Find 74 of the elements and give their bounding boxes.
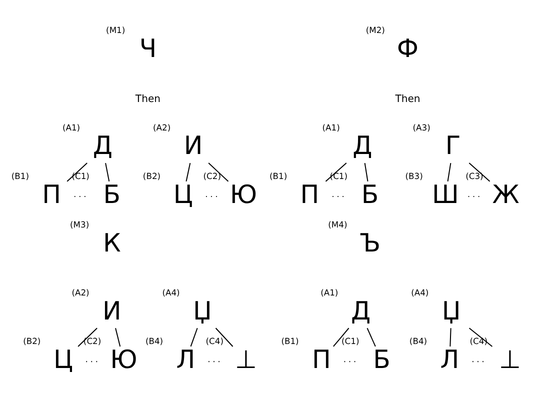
node-label: (B2): [142, 170, 161, 181]
node-label: (A3): [412, 122, 430, 132]
connector: [215, 328, 234, 347]
node-text: Ц: [173, 180, 193, 209]
label: Then: [395, 94, 420, 105]
connector: [190, 328, 198, 347]
node-label: (A4): [411, 287, 429, 298]
node-label: (A1): [322, 122, 340, 132]
node-label: (M3): [70, 219, 90, 230]
node-label: (M1): [106, 25, 126, 36]
node-text: Б: [373, 344, 390, 374]
connector: [325, 162, 347, 182]
connector: [468, 162, 490, 182]
node-text: Л: [440, 344, 460, 374]
node-text: Д: [351, 296, 371, 326]
connector: [66, 162, 88, 182]
node-text: ⊥: [235, 344, 257, 374]
node-label: (B1): [269, 170, 288, 181]
connector: [366, 328, 376, 347]
node-label: (C1): [72, 170, 90, 181]
node-text: Ц: [54, 344, 74, 374]
connector: [78, 328, 98, 347]
connector: [333, 328, 350, 347]
node-label: (B3): [405, 170, 423, 181]
node-label: (B4): [409, 336, 428, 346]
connector: [105, 162, 110, 182]
node-label: (B1): [11, 170, 29, 181]
node-text: И: [184, 131, 203, 160]
node-label: (B2): [23, 336, 41, 346]
connector: [208, 162, 229, 182]
connector: [447, 162, 452, 182]
node-text: Ъ: [360, 228, 381, 258]
node-text: ⊥: [499, 344, 521, 374]
node-text: Ф: [396, 34, 419, 63]
node-text: Ю: [110, 344, 138, 374]
node-text: Ж: [492, 180, 520, 209]
node-label: (A2): [153, 122, 171, 132]
node-label: (M4): [328, 219, 348, 230]
node-text: П: [42, 180, 62, 209]
node-text: П: [312, 344, 331, 374]
node-label: (M2): [366, 25, 385, 36]
node-label: (A4): [162, 287, 180, 298]
label: Then: [135, 94, 161, 105]
connector: [115, 328, 121, 347]
node-label: (C4): [206, 336, 224, 346]
node-text: К: [103, 228, 121, 258]
node-label: (A1): [320, 287, 338, 298]
connector: [450, 328, 452, 346]
node-text: Л: [176, 344, 196, 374]
node-text: Г: [445, 131, 461, 160]
node-text: Д: [92, 131, 113, 160]
node-label: (A2): [72, 287, 90, 298]
node-text: Ш: [432, 180, 459, 209]
node-label: (A1): [62, 122, 80, 132]
node-label: (C2): [83, 336, 102, 346]
node-text: Ч: [139, 34, 157, 63]
node-label: (C2): [203, 170, 221, 181]
node-label: (B1): [281, 336, 299, 346]
node-text: П: [300, 180, 320, 209]
node-label: (C4): [470, 336, 488, 346]
connector: [468, 328, 492, 347]
node-text: Д: [352, 131, 372, 160]
node-text: Џ: [442, 296, 461, 326]
node-text: Б: [361, 180, 379, 209]
node-text: Б: [103, 180, 121, 209]
node-label: (C3): [466, 170, 484, 181]
node-label: (B4): [145, 336, 164, 346]
node-label: (C1): [330, 170, 348, 181]
connector: [364, 162, 368, 182]
node-text: Ю: [230, 180, 258, 209]
connector: [186, 162, 191, 182]
node-text: Џ: [192, 296, 212, 326]
node-label: (C1): [342, 336, 360, 346]
node-text: И: [102, 296, 122, 326]
